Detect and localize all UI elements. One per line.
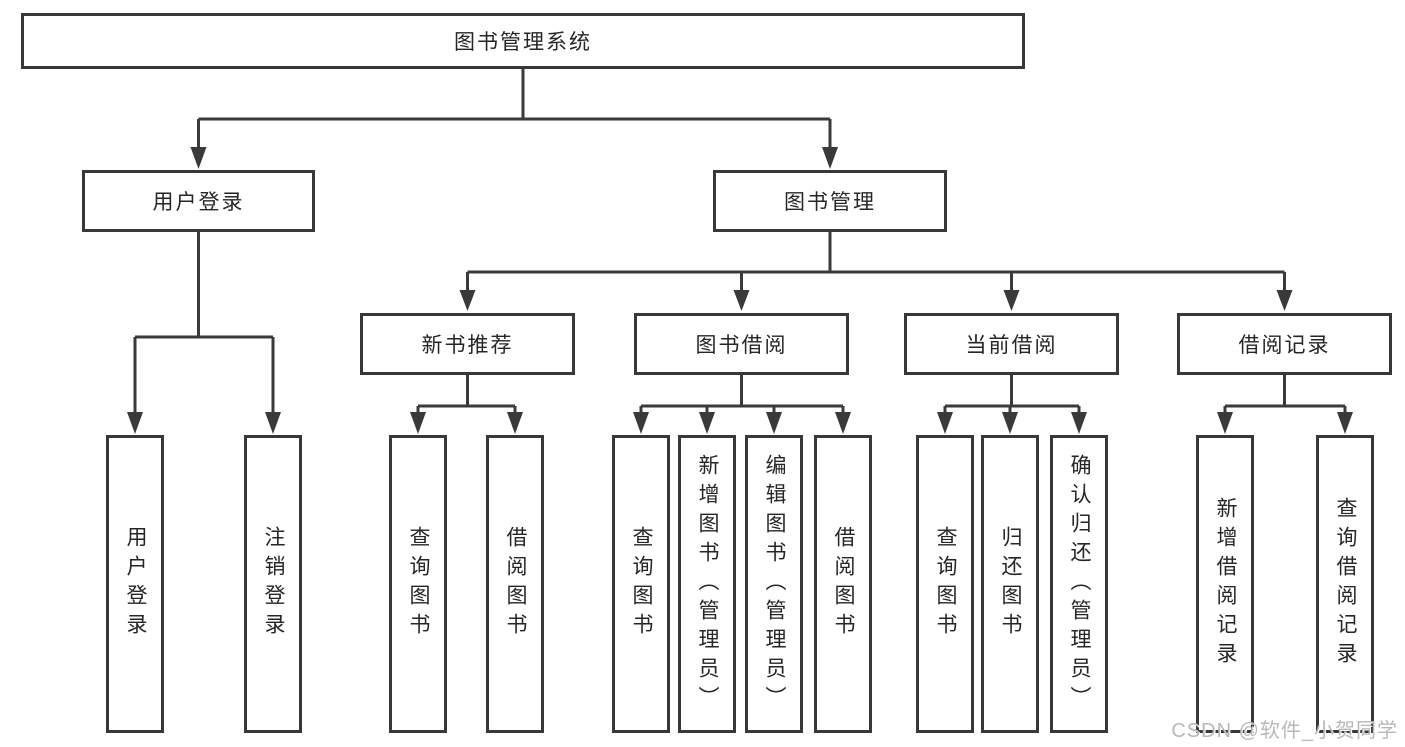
leaf-query-borrow-record: 查询借阅记录 xyxy=(1316,435,1374,733)
leaf-borrow-books-borrowing: 借阅图书 xyxy=(814,435,872,733)
leaf-add-borrow-record: 新增借阅记录 xyxy=(1196,435,1254,733)
node-book-management: 图书管理 xyxy=(713,170,947,232)
leaf-query-books-recommend: 查询图书 xyxy=(389,435,447,733)
leaf-query-books-current: 查询图书 xyxy=(916,435,974,733)
leaf-user-login: 用户登录 xyxy=(106,435,164,733)
leaf-borrow-books-recommend: 借阅图书 xyxy=(486,435,544,733)
leaf-logout: 注销登录 xyxy=(244,435,302,733)
node-borrowing-records: 借阅记录 xyxy=(1177,313,1392,375)
leaf-edit-book-admin: 编辑图书（管理员） xyxy=(745,435,803,733)
leaf-return-books: 归还图书 xyxy=(981,435,1039,733)
leaf-add-book-admin: 新增图书（管理员） xyxy=(678,435,736,733)
node-book-borrowing: 图书借阅 xyxy=(634,313,849,375)
node-library-management-system: 图书管理系统 xyxy=(21,13,1025,69)
node-new-book-recommendation: 新书推荐 xyxy=(360,313,575,375)
leaf-query-books-borrowing: 查询图书 xyxy=(612,435,670,733)
arrowhead-icons xyxy=(127,147,1353,434)
csdn-watermark: CSDN @软件_小贺同学 xyxy=(1171,720,1398,742)
node-current-borrowing: 当前借阅 xyxy=(904,313,1119,375)
leaf-confirm-return-admin: 确认归还（管理员） xyxy=(1050,435,1108,733)
node-user-login: 用户登录 xyxy=(82,170,315,232)
